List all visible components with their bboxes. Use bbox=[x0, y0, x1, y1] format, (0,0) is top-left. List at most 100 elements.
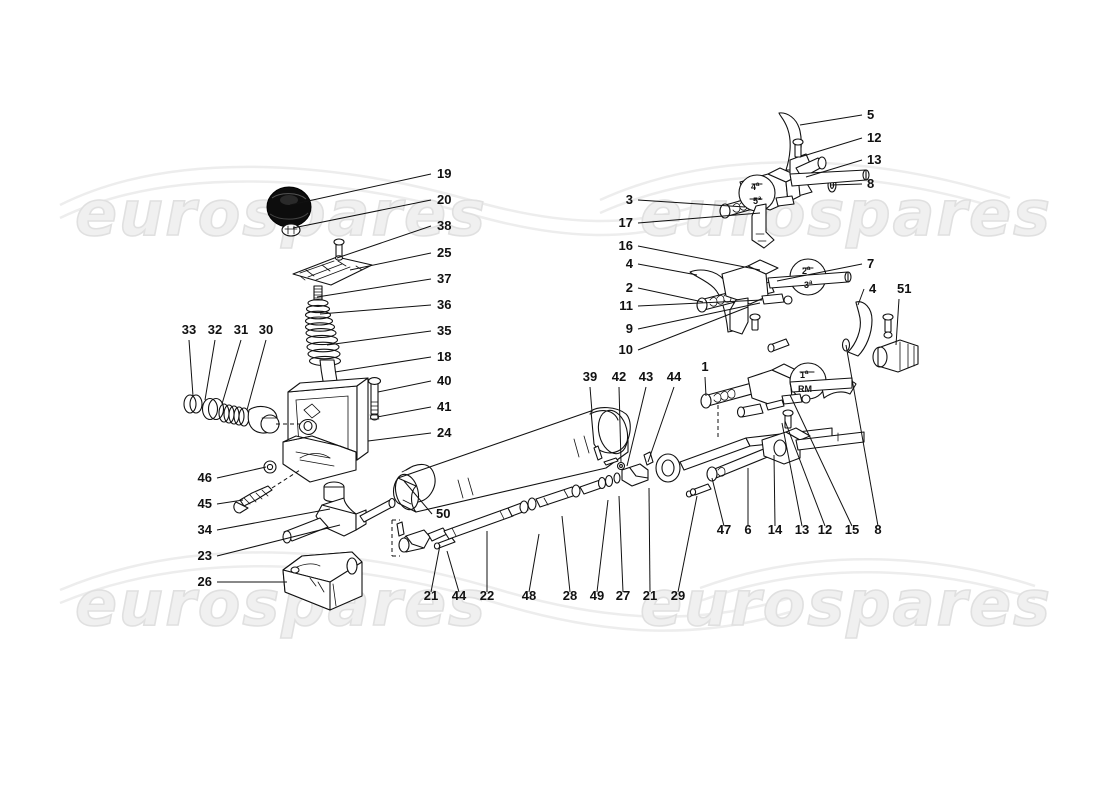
callout-leader-line bbox=[292, 199, 432, 229]
gear-position-markings: 4a 5a 2a 3a 1a RM bbox=[751, 182, 813, 394]
callout-leader-line bbox=[618, 386, 622, 463]
svg-text:1a: 1a bbox=[800, 370, 809, 380]
callout-number-51: 51 bbox=[897, 281, 911, 296]
callout-leader-line bbox=[845, 344, 879, 527]
callout-number-29: 29 bbox=[671, 588, 685, 603]
callout-number-13: 13 bbox=[795, 522, 809, 537]
callout-number-16: 16 bbox=[619, 238, 633, 253]
callout-number-45: 45 bbox=[198, 496, 212, 511]
callout-leader-line bbox=[830, 183, 863, 186]
part-control-shaft-assembly bbox=[391, 397, 833, 557]
callout-number-20: 20 bbox=[437, 192, 451, 207]
callout-number-12: 12 bbox=[867, 130, 881, 145]
callout-number-18: 18 bbox=[437, 349, 451, 364]
callout-number-42: 42 bbox=[612, 369, 626, 384]
callout-number-32: 32 bbox=[208, 322, 222, 337]
callout-number-48: 48 bbox=[522, 588, 536, 603]
callout-leader-line bbox=[336, 225, 432, 259]
callout-number-14: 14 bbox=[768, 522, 783, 537]
watermark-layer: eurospares eurospares eurospares eurospa… bbox=[59, 160, 1052, 641]
callout-number-31: 31 bbox=[234, 322, 248, 337]
svg-text:2a: 2a bbox=[802, 266, 811, 276]
callout-number-35: 35 bbox=[437, 323, 451, 338]
callout-leader-line bbox=[561, 515, 571, 593]
callout-leader-line bbox=[319, 304, 432, 315]
illustration-layer: 4a 5a 2a 3a 1a RM bbox=[183, 112, 919, 611]
callout-leader-line bbox=[403, 480, 433, 515]
callout-number-39: 39 bbox=[583, 369, 597, 384]
callout-number-49: 49 bbox=[590, 588, 604, 603]
callout-number-19: 19 bbox=[437, 166, 451, 181]
callout-leader-line bbox=[857, 288, 865, 306]
part-knob-locknut bbox=[281, 223, 301, 237]
callout-leader-line bbox=[637, 212, 761, 224]
callout-number-8: 8 bbox=[867, 176, 874, 191]
callout-number-23: 23 bbox=[198, 548, 212, 563]
watermark-text: eurospares bbox=[640, 567, 1052, 640]
watermark-text: eurospares bbox=[75, 567, 487, 640]
part-mount-bracket bbox=[282, 551, 363, 611]
callout-leader-line bbox=[246, 339, 267, 411]
part-shift-gate-plate bbox=[292, 256, 373, 286]
part-lever-housing bbox=[282, 377, 382, 483]
callout-number-34: 34 bbox=[198, 522, 213, 537]
callout-leader-line bbox=[637, 299, 763, 307]
callout-leader-line bbox=[596, 499, 609, 593]
callout-leader-line bbox=[204, 339, 216, 401]
callout-number-41: 41 bbox=[437, 399, 451, 414]
watermark-text: eurospares bbox=[640, 177, 1052, 250]
callout-number-2: 2 bbox=[626, 280, 633, 295]
part-shift-rod-yoke bbox=[282, 481, 396, 544]
callout-leader-line bbox=[221, 339, 242, 405]
callout-leader-line bbox=[805, 159, 863, 178]
callout-number-37: 37 bbox=[437, 271, 451, 286]
callout-leader-line bbox=[528, 533, 540, 593]
part-shift-tunnel-cover bbox=[392, 407, 631, 513]
callout-leader-line bbox=[789, 394, 853, 527]
callout-leader-line bbox=[895, 298, 900, 346]
callout-number-10: 10 bbox=[619, 342, 633, 357]
part-shift-fork-rail-lower bbox=[689, 338, 865, 496]
callout-number-26: 26 bbox=[198, 574, 212, 589]
callout-number-6: 6 bbox=[744, 522, 751, 537]
callout-number-22: 22 bbox=[480, 588, 494, 603]
callout-leader-line bbox=[334, 356, 432, 373]
callout-leader-line bbox=[637, 199, 746, 208]
callout-leader-line bbox=[776, 263, 863, 282]
callout-leader-line bbox=[367, 432, 432, 442]
callout-number-12: 12 bbox=[818, 522, 832, 537]
svg-text:3a: 3a bbox=[804, 280, 813, 290]
callout-leader-line bbox=[316, 278, 432, 298]
callout-leader-line bbox=[626, 386, 647, 467]
callout-number-38: 38 bbox=[437, 218, 451, 233]
callout-leader-line bbox=[637, 306, 749, 351]
callout-number-9: 9 bbox=[626, 321, 633, 336]
callout-leader-line bbox=[637, 245, 761, 271]
callout-leader-line bbox=[637, 287, 704, 303]
callout-leader-line bbox=[589, 386, 593, 413]
callout-leader-line bbox=[446, 550, 460, 593]
callout-group-fork-lower-left: 1 bbox=[701, 359, 709, 397]
callout-number-3: 3 bbox=[626, 192, 633, 207]
callout-leader-line bbox=[773, 454, 776, 527]
callout-number-36: 36 bbox=[437, 297, 451, 312]
part-bushing-set bbox=[183, 394, 300, 434]
callout-number-33: 33 bbox=[182, 322, 196, 337]
callout-leader-line bbox=[349, 252, 432, 271]
callout-number-1: 1 bbox=[701, 359, 708, 374]
callout-leader-line bbox=[711, 477, 725, 527]
callout-leader-line bbox=[188, 339, 194, 397]
callout-number-17: 17 bbox=[619, 215, 633, 230]
callout-number-43: 43 bbox=[639, 369, 653, 384]
callout-number-7: 7 bbox=[867, 256, 874, 271]
callout-leader-line bbox=[648, 487, 651, 593]
callout-leader-line bbox=[637, 302, 761, 330]
callout-number-28: 28 bbox=[563, 588, 577, 603]
svg-text:4a: 4a bbox=[751, 182, 760, 192]
